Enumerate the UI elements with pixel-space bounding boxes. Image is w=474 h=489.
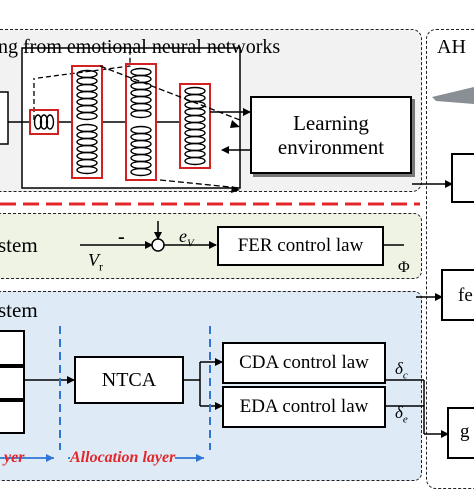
cda-label: CDA control law xyxy=(239,352,369,373)
delta-c-subscript: c xyxy=(402,369,408,382)
eda-label: EDA control law xyxy=(239,396,369,417)
delta-e-symbol: δ xyxy=(395,403,403,422)
fer-control-law-box: FER control law xyxy=(217,226,384,266)
fer-control-law-label: FER control law xyxy=(237,235,364,256)
bottom-panel-title: stem xyxy=(0,298,38,322)
minus-sign: - xyxy=(118,226,125,248)
summing-junction xyxy=(151,238,165,252)
ntca-label: NTCA xyxy=(101,368,157,391)
eda-control-law-box: EDA control law xyxy=(222,386,386,428)
vr-subscript: r xyxy=(99,259,103,274)
neuron-group-1 xyxy=(33,114,55,130)
right-box-fe xyxy=(441,269,474,321)
ev-symbol: e xyxy=(179,226,187,246)
diagram-wires xyxy=(0,47,474,462)
environment-line2: environment xyxy=(277,135,385,159)
environment-line1: Learning xyxy=(293,110,369,135)
vr-symbol: V xyxy=(88,250,99,270)
ev-label: eV xyxy=(179,227,194,250)
neuron-group-2 xyxy=(76,69,98,175)
delta-e-label: δe xyxy=(395,404,408,425)
neuron-layer-2 xyxy=(71,65,103,179)
top-panel-title: ng from emotional neural networks xyxy=(0,36,281,58)
phi-label: Φ xyxy=(398,259,410,276)
neuron-layer-1 xyxy=(29,109,59,135)
cda-control-law-box: CDA control law xyxy=(222,342,386,384)
right-box-top xyxy=(451,153,474,203)
aircraft-icon xyxy=(432,87,474,104)
neuron-layer-3 xyxy=(125,63,157,181)
neuron-group-4 xyxy=(184,86,206,166)
fe-label: fe xyxy=(458,285,473,306)
ntca-box: NTCA xyxy=(74,356,184,404)
delta-c-label: δc xyxy=(395,360,408,381)
right-panel-title: AH xyxy=(437,36,466,58)
allocation-layer-label: Allocation layer xyxy=(70,449,176,466)
middle-panel-title: stem xyxy=(0,233,38,257)
delta-c-symbol: δ xyxy=(395,359,403,378)
layer-left-label: yer xyxy=(4,449,25,466)
learning-environment-box: Learning environment xyxy=(250,96,412,174)
input-layer-box xyxy=(0,91,9,145)
ev-subscript: V xyxy=(187,237,194,250)
neuron-layer-4 xyxy=(179,83,211,169)
vr-label: Vr xyxy=(88,251,103,273)
g-label: g xyxy=(460,421,470,442)
delta-e-subscript: e xyxy=(402,413,408,426)
right-box-g xyxy=(447,407,474,459)
